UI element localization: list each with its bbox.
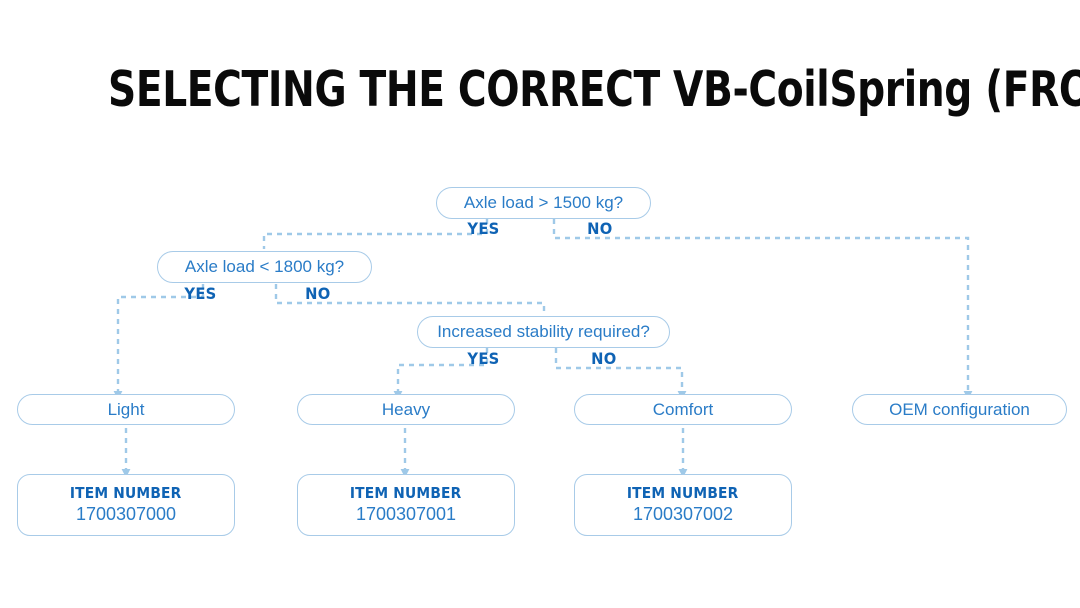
item-number-value: 1700307000: [75, 504, 177, 524]
edge-d2-no-to-d3: [274, 284, 546, 316]
result-node-oem-configuration[interactable]: OEM configuration: [852, 394, 1067, 425]
item-number-caption: ITEM NUMBER: [627, 484, 739, 502]
item-number-box-comfort[interactable]: ITEM NUMBER 1700307002: [574, 474, 792, 536]
item-number-value: 1700307001: [355, 504, 457, 524]
result-node-heavy[interactable]: Heavy: [297, 394, 515, 425]
item-number-box-heavy[interactable]: ITEM NUMBER 1700307001: [297, 474, 515, 536]
result-label: Light: [107, 399, 145, 419]
decision-node-axle-load-1800[interactable]: Axle load < 1800 kg?: [157, 251, 372, 283]
branch-label-d3-yes: YES: [467, 349, 500, 368]
result-label: OEM configuration: [889, 399, 1030, 419]
result-node-comfort[interactable]: Comfort: [574, 394, 792, 425]
branch-label-d1-yes: YES: [467, 219, 500, 238]
decision-node-increased-stability[interactable]: Increased stability required?: [417, 316, 670, 348]
result-node-light[interactable]: Light: [17, 394, 235, 425]
branch-label-d1-no: NO: [587, 219, 613, 238]
item-number-caption: ITEM NUMBER: [70, 484, 182, 502]
decision-label: Increased stability required?: [437, 322, 650, 341]
branch-label-d2-yes: YES: [184, 284, 217, 303]
item-number-box-light[interactable]: ITEM NUMBER 1700307000: [17, 474, 235, 536]
item-number-caption: ITEM NUMBER: [350, 484, 462, 502]
edge-d3-no-to-comfort: [554, 348, 687, 400]
decision-node-axle-load-1500[interactable]: Axle load > 1500 kg?: [436, 187, 651, 219]
branch-label-d2-no: NO: [305, 284, 331, 303]
page-title: SELECTING THE CORRECT VB-CoilSpring (FRO…: [108, 61, 1080, 118]
item-number-value: 1700307002: [632, 504, 734, 524]
edge-d3-yes-to-heavy: [393, 348, 489, 400]
branch-label-d3-no: NO: [591, 349, 617, 368]
edge-d1-yes-to-d2: [262, 219, 489, 249]
result-label: Heavy: [381, 399, 431, 419]
result-label: Comfort: [652, 399, 714, 419]
decision-label: Axle load < 1800 kg?: [184, 257, 345, 276]
decision-label: Axle load > 1500 kg?: [463, 193, 624, 212]
edge-d1-no-to-oem: [552, 219, 973, 400]
